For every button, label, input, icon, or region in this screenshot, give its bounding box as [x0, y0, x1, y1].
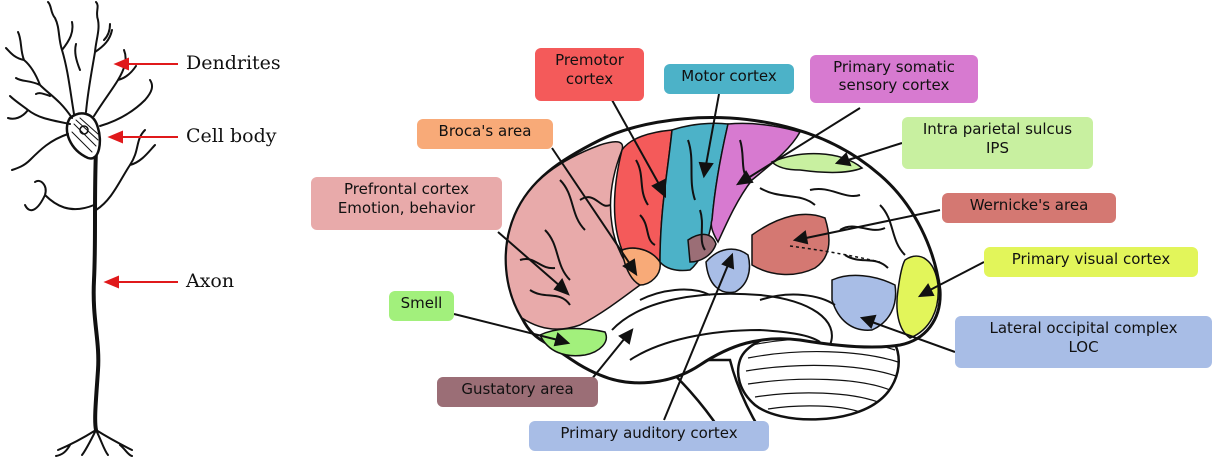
somatic-label: Primary somatic sensory cortex [810, 55, 978, 103]
auditory-label-line1: Primary auditory cortex [536, 424, 762, 443]
ips-label-line1: Intra parietal sulcus [909, 120, 1086, 139]
visual-label: Primary visual cortex [984, 247, 1198, 277]
loc-label-line2: LOC [962, 338, 1205, 357]
smell-region [540, 328, 606, 355]
smell-label-line1: Smell [396, 294, 447, 313]
auditory-label: Primary auditory cortex [529, 421, 769, 451]
premotor-label-line2: cortex [542, 70, 637, 89]
somatic-label-line2: sensory cortex [817, 76, 971, 94]
prefrontal-label-line1: Prefrontal cortex [318, 180, 495, 199]
gustatory-label-line1: Gustatory area [444, 380, 591, 399]
loc-label-line1: Lateral occipital complex [962, 319, 1205, 338]
wernicke-label-line1: Wernicke's area [949, 196, 1109, 215]
prefrontal-label: Prefrontal cortex Emotion, behavior [311, 177, 502, 230]
wernicke-label: Wernicke's area [942, 193, 1116, 223]
prefrontal-label-line2: Emotion, behavior [318, 199, 495, 218]
broca-label: Broca's area [417, 119, 553, 149]
broca-label-line1: Broca's area [424, 122, 546, 141]
premotor-label: Premotor cortex [535, 48, 644, 101]
smell-label: Smell [389, 291, 454, 321]
visual-label-line1: Primary visual cortex [991, 250, 1191, 269]
motor-label: Motor cortex [664, 64, 794, 94]
motor-label-line1: Motor cortex [671, 67, 787, 86]
ips-label: Intra parietal sulcus IPS [902, 117, 1093, 169]
gustatory-label: Gustatory area [437, 377, 598, 407]
somatic-label-line1: Primary somatic [817, 58, 971, 76]
loc-label: Lateral occipital complex LOC [955, 316, 1212, 368]
ips-label-line2: IPS [909, 139, 1086, 158]
premotor-label-line1: Premotor [542, 51, 637, 70]
